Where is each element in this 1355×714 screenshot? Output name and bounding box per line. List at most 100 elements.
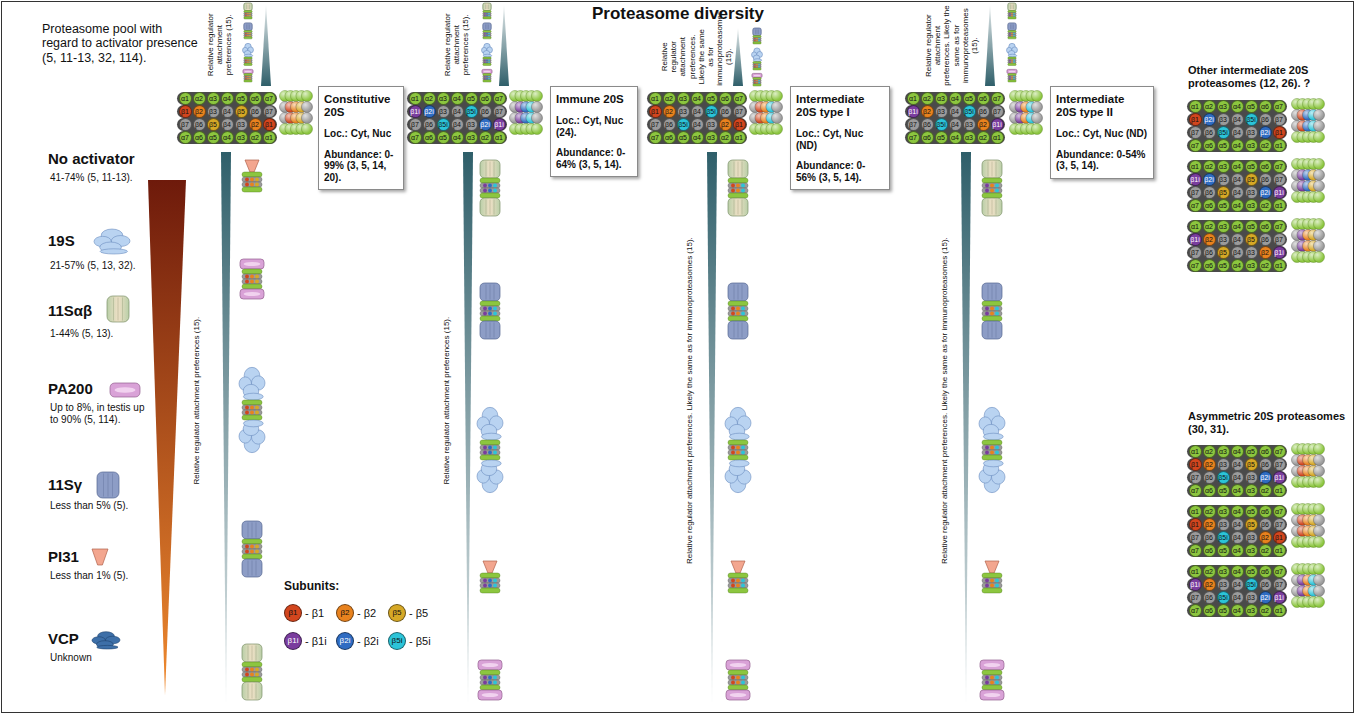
legend-heading: Subunits:	[284, 580, 339, 594]
core-accent	[756, 40, 758, 42]
core-accent	[731, 189, 735, 193]
sphere-shine	[1314, 110, 1325, 121]
regulator-11s-ab	[244, 3, 252, 11]
ring-strip	[1187, 471, 1287, 484]
subunit-label: α4	[949, 92, 962, 105]
preference-wedge	[707, 152, 717, 705]
ring-strip	[1187, 578, 1287, 591]
core-ring	[242, 415, 262, 420]
barrel-stripe	[113, 298, 114, 321]
core-ring	[728, 445, 748, 450]
core-ring	[1008, 74, 1016, 76]
subunit-label: β3	[1245, 531, 1258, 544]
subunit-label: α2	[193, 92, 206, 105]
subunit-sphere	[1314, 230, 1325, 241]
core-accent	[731, 579, 735, 583]
subunit-label: β1i	[1273, 591, 1286, 604]
subunit-sphere	[1032, 113, 1043, 124]
subunit-sphere	[1314, 121, 1325, 132]
subunit-label: α4	[1231, 199, 1244, 212]
subunit-label: α5	[1245, 505, 1258, 518]
barrel-stripe	[988, 200, 989, 215]
subunit-label: α2	[1259, 604, 1272, 617]
subunit-label: β1i	[1189, 578, 1202, 591]
core-ring	[480, 573, 500, 578]
core-accent	[758, 64, 760, 66]
subunit-label: α7	[1189, 604, 1202, 617]
core-accent	[493, 184, 497, 188]
pa200-highlight	[1008, 71, 1015, 73]
subunit-label: α2	[1203, 220, 1216, 233]
regulator-11s-ab	[242, 682, 262, 700]
core-ring	[244, 17, 252, 19]
core-ring	[480, 670, 500, 675]
core-ring	[728, 588, 748, 593]
core-accent	[488, 76, 490, 78]
core-ring	[480, 440, 500, 445]
subunit-label: β6	[719, 105, 732, 118]
subunit-label: β4	[1231, 173, 1244, 186]
sphere-shine	[1032, 102, 1043, 113]
barrel-stripe	[742, 200, 743, 215]
core-ring	[483, 78, 491, 80]
subunit-label: β3	[437, 105, 450, 118]
subunit-label: β6	[1203, 246, 1216, 259]
regulator-19s	[983, 433, 1003, 440]
sphere-shine	[772, 102, 783, 113]
core-ring	[480, 583, 500, 588]
core-accent	[990, 579, 994, 583]
subunit-label: α4	[451, 131, 464, 144]
regulator-19s	[753, 59, 761, 62]
core-ring	[242, 539, 262, 544]
core-ring	[753, 38, 761, 40]
ring-strip	[905, 118, 1005, 131]
subunit-label: α5	[1245, 100, 1258, 113]
core-accent	[245, 550, 249, 554]
subunit-label: β3	[207, 105, 220, 118]
activator-share: Less than 5% (5).	[50, 500, 150, 512]
pa200-highlight	[753, 75, 760, 77]
core-accent	[493, 584, 497, 588]
core-ring	[242, 269, 262, 274]
core-accent	[249, 33, 251, 35]
barrel-stripe	[734, 200, 735, 215]
regulator-stack	[477, 160, 503, 700]
subunit-sphere	[532, 124, 543, 135]
pa200-highlight	[115, 387, 136, 393]
regulator-11s-ab	[480, 198, 500, 216]
regulator-11s-ab	[480, 160, 500, 178]
preference-wedge	[261, 5, 271, 86]
core-accent	[985, 307, 989, 311]
core-accent	[736, 312, 740, 316]
regulator-pa200	[478, 690, 502, 700]
core-accent	[736, 451, 740, 455]
subunit-label: α4	[1231, 445, 1244, 458]
ring-strip	[407, 92, 507, 105]
core-ring	[480, 450, 500, 455]
ring-strip	[1187, 518, 1287, 531]
core-ring	[982, 311, 1002, 316]
barrel-stripe	[252, 561, 253, 576]
subunit-label: β1i	[1189, 233, 1202, 246]
regulator-11s-g	[483, 23, 491, 31]
core-accent	[484, 59, 486, 61]
sphere-shine	[772, 113, 783, 124]
core-accent	[488, 62, 490, 64]
sphere-shine	[532, 91, 543, 102]
core-accent	[255, 275, 259, 279]
subunit-label: α2	[423, 92, 436, 105]
subunit-label: α7	[409, 131, 422, 144]
subunit-label: β3	[1217, 578, 1230, 591]
core-ring	[753, 84, 761, 86]
subunit-sphere	[302, 102, 313, 113]
barrel-stripe	[486, 323, 487, 338]
barrel-stripe	[992, 200, 993, 215]
subunit-sphere	[1314, 219, 1325, 230]
core-ring	[982, 675, 1002, 680]
core-ring	[244, 57, 252, 59]
subunit-label: β1	[1189, 518, 1202, 531]
core-accent	[1011, 13, 1013, 15]
sphere-shine	[1314, 192, 1325, 203]
core-accent	[754, 40, 756, 42]
core-accent	[483, 676, 487, 680]
